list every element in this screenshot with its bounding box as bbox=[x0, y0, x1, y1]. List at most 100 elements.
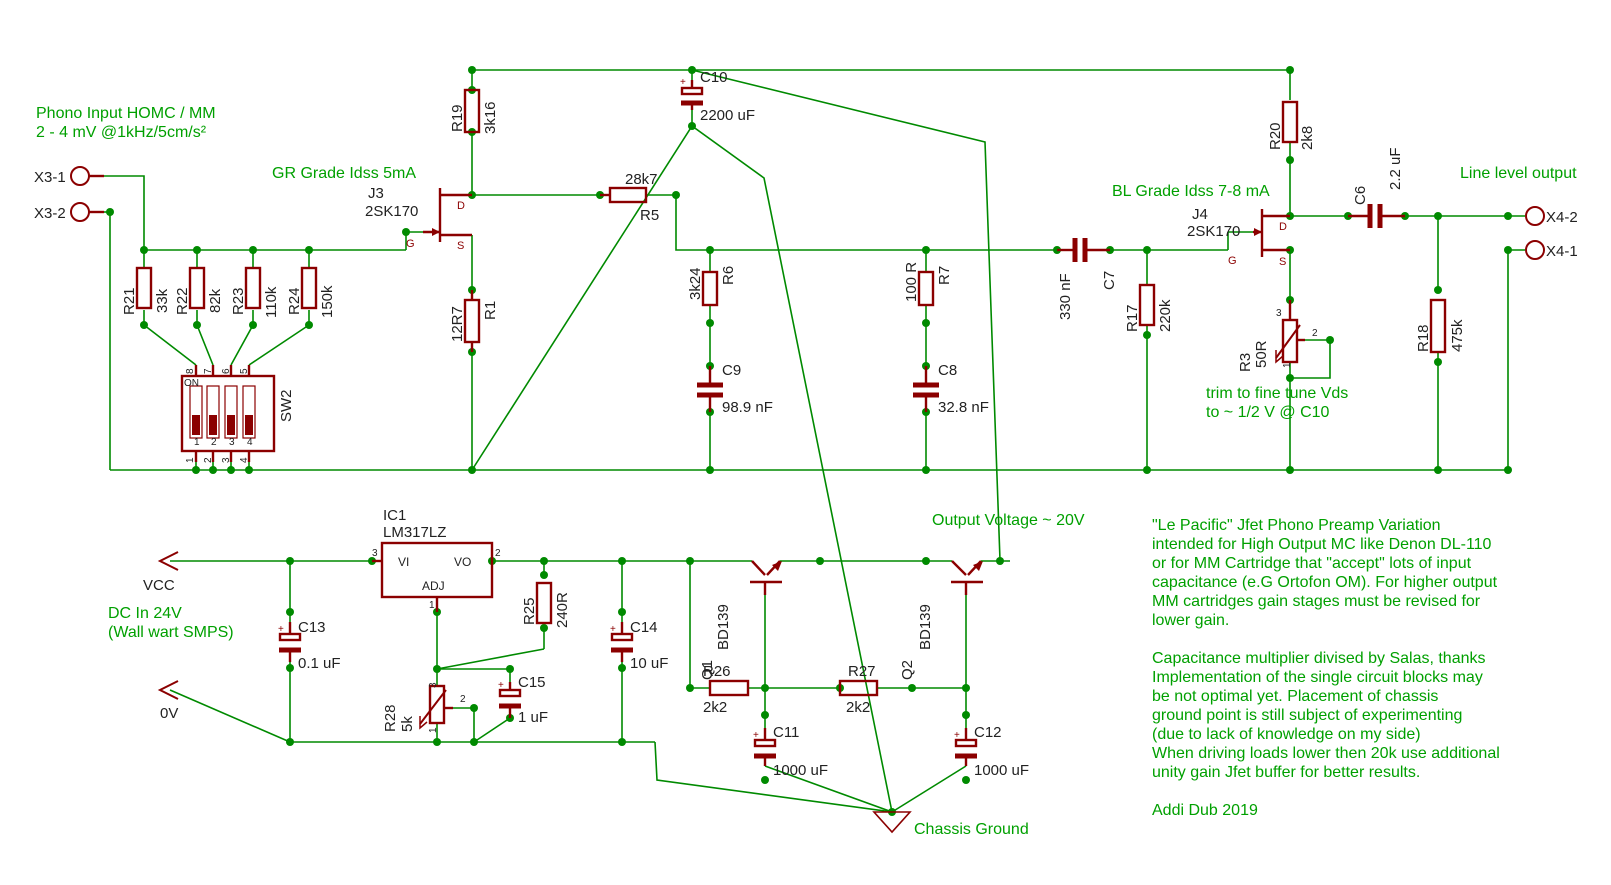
trimmer-r3: 3 2 1 R3 50R bbox=[1237, 300, 1318, 372]
svg-text:2: 2 bbox=[460, 694, 466, 705]
desc-line: be not optimal yet. Placement of chassis bbox=[1152, 688, 1438, 705]
svg-text:R27: R27 bbox=[848, 663, 876, 680]
svg-text:2k8: 2k8 bbox=[1299, 126, 1316, 150]
svg-text:0.1 uF: 0.1 uF bbox=[298, 655, 341, 672]
desc-line: or for MM Cartridge that "accept" lots o… bbox=[1152, 555, 1472, 572]
svg-text:C7: C7 bbox=[1101, 271, 1118, 290]
svg-text:1: 1 bbox=[428, 727, 439, 733]
junction-dots bbox=[106, 66, 1512, 816]
svg-text:R18: R18 bbox=[1415, 324, 1432, 352]
connector-x3-2-label: X3-2 bbox=[34, 205, 66, 222]
note-gr-grade: GR Grade Idss 5mA bbox=[272, 165, 416, 182]
jfet-j4: D S G J4 2SK170 bbox=[1187, 206, 1290, 268]
svg-text:1: 1 bbox=[185, 457, 196, 463]
svg-text:6: 6 bbox=[221, 368, 232, 374]
svg-text:33k: 33k bbox=[154, 288, 171, 313]
svg-text:G: G bbox=[1228, 255, 1237, 267]
svg-text:+: + bbox=[278, 624, 284, 635]
svg-text:2: 2 bbox=[495, 548, 501, 559]
svg-text:R25: R25 bbox=[521, 597, 538, 625]
note-phono-input-title: Phono Input HOMC / MM bbox=[36, 105, 216, 122]
notes: Phono Input HOMC / MM 2 - 4 mV @1kHz/5cm… bbox=[36, 105, 1577, 641]
connector-x4-1-label: X4-1 bbox=[1546, 243, 1578, 260]
svg-text:BD139: BD139 bbox=[917, 604, 934, 650]
desc-line: "Le Pacific" Jfet Phono Preamp Variation bbox=[1152, 517, 1441, 534]
svg-text:Q1: Q1 bbox=[699, 660, 716, 680]
svg-text:C15: C15 bbox=[518, 674, 546, 691]
resistor-r5: 28k7 R5 bbox=[600, 171, 659, 224]
svg-text:2: 2 bbox=[1312, 328, 1318, 339]
bjt-q1: Q1 BD139 bbox=[699, 560, 782, 680]
svg-text:1000 uF: 1000 uF bbox=[974, 762, 1029, 779]
svg-text:R22: R22 bbox=[174, 287, 191, 315]
svg-text:C12: C12 bbox=[974, 724, 1002, 741]
capacitor-c14: + C14 10 uF bbox=[610, 619, 668, 672]
svg-text:2: 2 bbox=[211, 437, 217, 448]
resistor-r27: R27 2k2 bbox=[838, 663, 879, 716]
connector-x3-2: X3-2 bbox=[34, 202, 104, 222]
svg-text:2: 2 bbox=[203, 457, 214, 463]
svg-text:IC1: IC1 bbox=[383, 507, 406, 524]
svg-text:R3: R3 bbox=[1237, 353, 1254, 372]
resistor-r21: R21 33k bbox=[121, 266, 171, 315]
connector-x4-2: X4-2 bbox=[1525, 206, 1578, 226]
svg-text:2.2 uF: 2.2 uF bbox=[1387, 147, 1404, 190]
svg-text:R5: R5 bbox=[640, 207, 659, 224]
vcc-arrow-symbol: VCC bbox=[143, 551, 179, 594]
svg-text:R1: R1 bbox=[482, 301, 499, 320]
svg-text:3: 3 bbox=[428, 682, 439, 688]
note-output-voltage: Output Voltage ~ 20V bbox=[932, 512, 1085, 529]
note-bl-grade: BL Grade Idss 7-8 mA bbox=[1112, 183, 1270, 200]
svg-text:D: D bbox=[1279, 221, 1287, 233]
svg-text:G: G bbox=[406, 238, 415, 250]
svg-text:SW2: SW2 bbox=[278, 389, 295, 422]
svg-text:R26: R26 bbox=[703, 663, 731, 680]
resistor-r24: R24 150k bbox=[286, 266, 336, 318]
desc-line: Addi Dub 2019 bbox=[1152, 802, 1258, 819]
resistor-r6: 3k24 R6 bbox=[687, 266, 737, 307]
note-wall-wart: (Wall wart SMPS) bbox=[108, 624, 234, 641]
svg-text:R6: R6 bbox=[720, 266, 737, 285]
description-block: "Le Pacific" Jfet Phono Preamp Variation… bbox=[1152, 517, 1500, 819]
svg-text:BD139: BD139 bbox=[715, 604, 732, 650]
svg-text:1: 1 bbox=[1282, 362, 1293, 368]
svg-text:3: 3 bbox=[229, 437, 235, 448]
svg-text:R17: R17 bbox=[1124, 304, 1141, 332]
svg-text:4: 4 bbox=[239, 457, 250, 463]
chassis-ground-symbol: Chassis Ground bbox=[872, 811, 1029, 838]
svg-text:82k: 82k bbox=[207, 288, 224, 313]
note-trim-2: to ~ 1/2 V @ C10 bbox=[1206, 404, 1330, 421]
svg-text:2SK170: 2SK170 bbox=[1187, 223, 1240, 240]
resistor-r20: R20 2k8 bbox=[1267, 100, 1316, 150]
svg-text:4: 4 bbox=[247, 437, 253, 448]
desc-line: Implementation of the single circuit blo… bbox=[1152, 669, 1483, 686]
svg-text:3: 3 bbox=[372, 548, 378, 559]
svg-text:5k: 5k bbox=[399, 716, 416, 732]
svg-text:C14: C14 bbox=[630, 619, 658, 636]
svg-text:C8: C8 bbox=[938, 362, 957, 379]
chassis-ground-label: Chassis Ground bbox=[914, 821, 1029, 838]
bjt-q2: Q2 BD139 bbox=[899, 560, 983, 680]
svg-text:2SK170: 2SK170 bbox=[365, 203, 418, 220]
connector-x3-1-label: X3-1 bbox=[34, 169, 66, 186]
desc-line: lower gain. bbox=[1152, 612, 1229, 629]
svg-text:R19: R19 bbox=[449, 104, 466, 132]
resistor-r22: R22 82k bbox=[174, 266, 224, 315]
capacitor-c11: + C11 1000 uF bbox=[753, 724, 828, 779]
svg-text:110k: 110k bbox=[263, 286, 280, 318]
svg-text:8: 8 bbox=[185, 368, 196, 374]
svg-text:R21: R21 bbox=[121, 287, 138, 315]
desc-line: Capacitance multiplier divised by Salas,… bbox=[1152, 650, 1486, 667]
gnd-arrow-symbol: 0V bbox=[157, 680, 179, 722]
svg-text:5: 5 bbox=[239, 368, 250, 374]
desc-line: (due to lack of knowledge on my side) bbox=[1152, 726, 1421, 743]
resistor-r19: R19 3k16 bbox=[449, 88, 499, 134]
svg-text:100 R: 100 R bbox=[903, 262, 920, 302]
svg-text:VI: VI bbox=[398, 555, 409, 569]
resistor-r7: 100 R R7 bbox=[903, 262, 953, 307]
jfet-j3: D S G J3 2SK170 bbox=[365, 185, 472, 252]
dip-switch-sw2: ON 1 2 3 4 8 7 6 5 1 2 3 4 SW2 bbox=[180, 365, 295, 463]
capacitor-c8: C8 32.8 nF bbox=[913, 362, 989, 416]
desc-line: unity gain Jfet buffer for better result… bbox=[1152, 764, 1420, 781]
